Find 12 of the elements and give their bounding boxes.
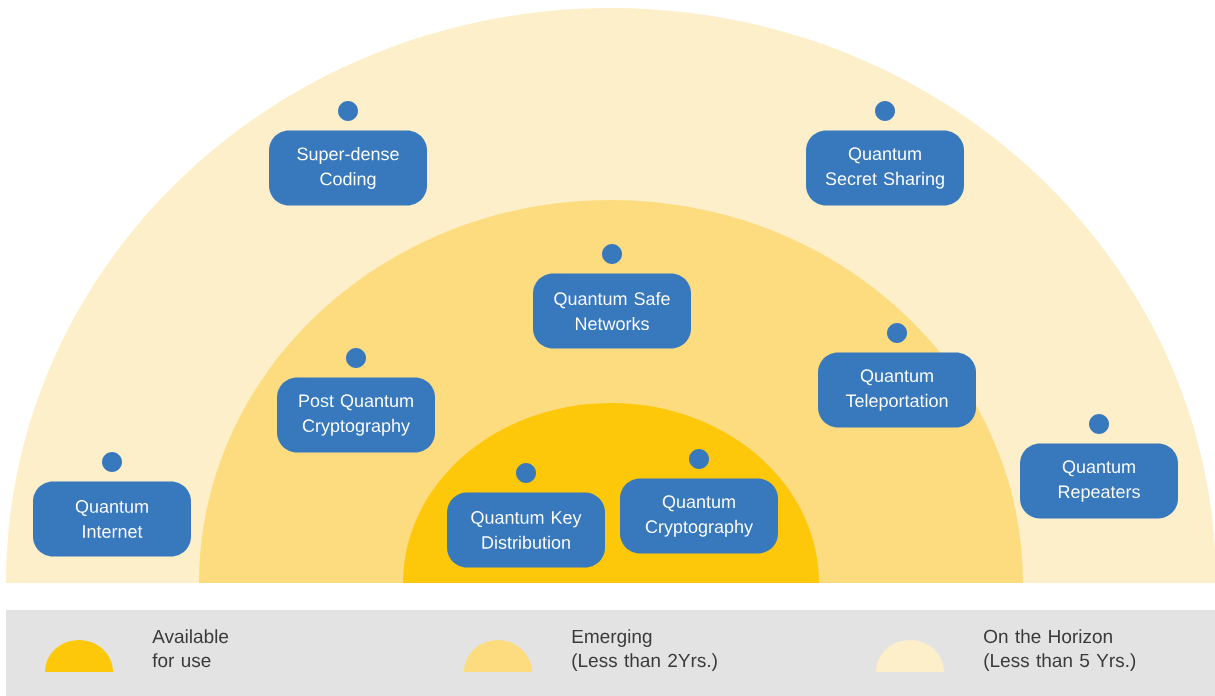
tag-box: Quantum Repeaters	[1020, 414, 1178, 519]
legend-label: Available for use	[152, 629, 229, 668]
tag-box: Quantum Safe Networks	[533, 244, 691, 349]
tag-box: Quantum Secret Sharing	[806, 101, 964, 206]
legend-label: Emerging (Less than 2Yrs.)	[572, 629, 717, 671]
legend-label: On the Horizon (Less than 5 Yrs.)	[984, 629, 1136, 671]
tag-box: Super-dense Coding	[269, 101, 427, 206]
tag-box: Quantum Key Distribution	[447, 463, 605, 568]
tag-box: Post Quantum Cryptography	[277, 348, 435, 453]
tag-box: Quantum Teleportation	[818, 323, 976, 428]
tag-box: Quantum Cryptography	[620, 449, 778, 554]
tag-box: Quantum Internet	[33, 452, 191, 557]
